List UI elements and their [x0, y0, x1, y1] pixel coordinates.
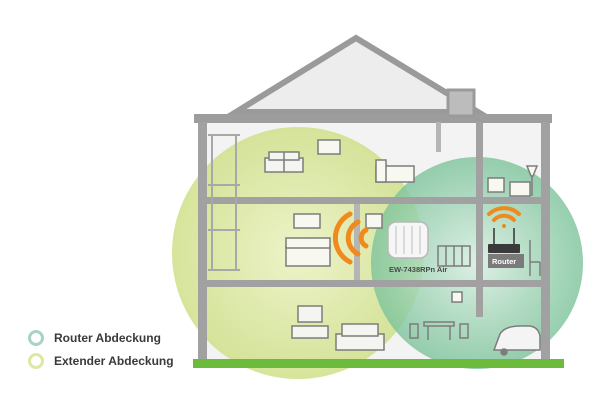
sofa-icon — [264, 151, 304, 173]
chimney — [446, 88, 476, 118]
cabinet — [509, 181, 531, 197]
picture-frame-3 — [451, 291, 463, 303]
car-icon — [492, 325, 541, 356]
balcony — [208, 134, 240, 271]
dining-table-icon — [409, 321, 469, 340]
window-2 — [365, 213, 383, 229]
wifi-signal-icon — [332, 211, 369, 265]
roof — [225, 34, 489, 115]
range-extender-icon — [387, 221, 429, 259]
bed-icon — [375, 159, 415, 183]
router-label: Router — [492, 257, 516, 266]
sofa-icon-2 — [335, 323, 385, 351]
legend-router: Router Abdeckung — [28, 328, 228, 348]
eave — [194, 114, 552, 123]
router-icon — [488, 228, 524, 268]
bed-icon-2 — [285, 237, 331, 267]
picture-frame — [317, 139, 341, 155]
tv-icon — [291, 305, 329, 339]
legend-extender: Extender Abdeckung — [28, 351, 228, 371]
router-coverage-ring-icon — [28, 330, 44, 346]
lamp-icon — [525, 165, 539, 196]
grass — [193, 359, 564, 368]
house-structure — [198, 122, 550, 364]
crib-icon — [437, 245, 471, 267]
picture-frame-2 — [487, 177, 505, 193]
window — [293, 213, 321, 229]
legend-router-label: Router Abdeckung — [54, 331, 161, 345]
legend-extender-label: Extender Abdeckung — [54, 354, 174, 368]
extender-coverage-ring-icon — [28, 353, 44, 369]
chair-icon — [529, 240, 541, 276]
extender-label: EW-7438RPn Air — [389, 265, 447, 274]
router-wifi-icon — [487, 206, 521, 228]
